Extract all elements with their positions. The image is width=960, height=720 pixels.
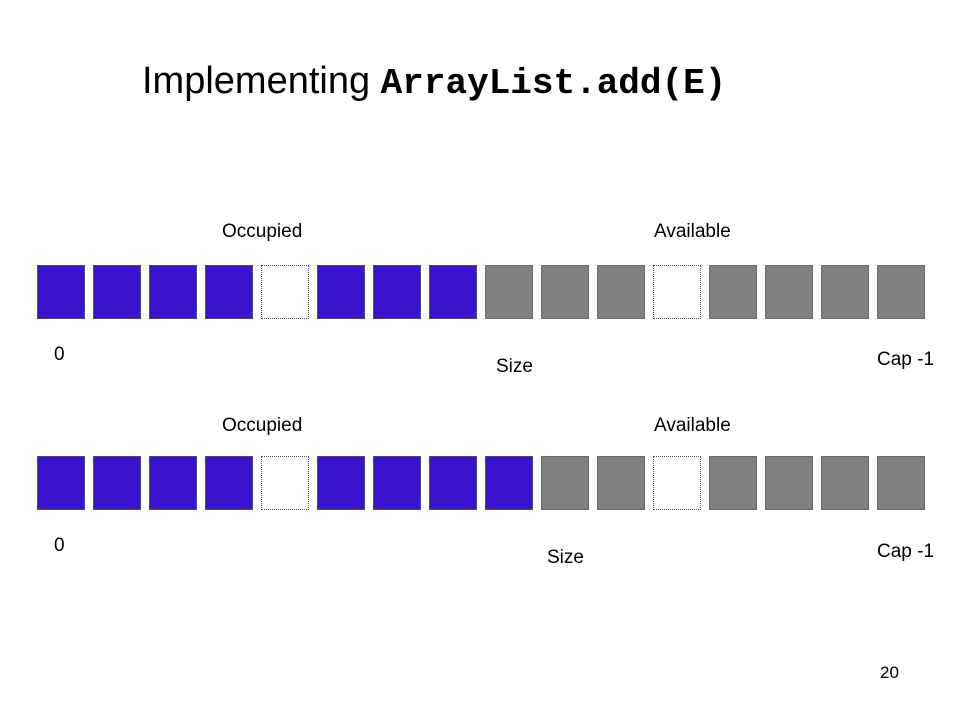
array-cell-occupied (485, 456, 533, 510)
capacity-label: Cap -1 (877, 541, 935, 562)
array-cell-available (877, 265, 925, 319)
available-label: Available (654, 415, 731, 436)
array-cell-occupied (93, 456, 141, 510)
array-row (37, 456, 931, 512)
array-cell-occupied (205, 456, 253, 510)
array-cell-available (709, 265, 757, 319)
array-cell-available (597, 456, 645, 510)
array-cell-available (877, 456, 925, 510)
array-cell-occupied (373, 265, 421, 319)
slide-title: Implementing ArrayList.add(E) (142, 62, 726, 102)
array-cell-available (709, 456, 757, 510)
size-label: Size (547, 547, 584, 568)
start-index-label: 0 (54, 535, 65, 556)
array-cell-occupied (317, 265, 365, 319)
array-cell-occupied (429, 456, 477, 510)
array-cell-available (821, 265, 869, 319)
title-prefix: Implementing (142, 60, 381, 102)
array-cell-available (765, 456, 813, 510)
array-cell-empty (261, 456, 309, 510)
array-cell-occupied (205, 265, 253, 319)
array-cell-occupied (373, 456, 421, 510)
available-label: Available (654, 221, 731, 242)
array-cell-occupied (149, 456, 197, 510)
occupied-label: Occupied (222, 415, 303, 436)
occupied-label: Occupied (222, 221, 303, 242)
array-cell-occupied (37, 265, 85, 319)
array-cell-available (597, 265, 645, 319)
capacity-label: Cap -1 (877, 349, 935, 370)
array-cell-occupied (429, 265, 477, 319)
title-code: ArrayList.add(E) (380, 63, 727, 104)
array-cell-empty (653, 456, 701, 510)
size-label: Size (496, 356, 533, 377)
array-cell-occupied (317, 456, 365, 510)
start-index-label: 0 (54, 344, 65, 365)
array-cell-available (541, 456, 589, 510)
array-cell-empty (653, 265, 701, 319)
array-cell-available (821, 456, 869, 510)
array-cell-occupied (149, 265, 197, 319)
array-cell-occupied (37, 456, 85, 510)
array-cell-available (541, 265, 589, 319)
page-number: 20 (880, 663, 899, 682)
array-row (37, 265, 931, 321)
array-cell-available (765, 265, 813, 319)
array-cell-empty (261, 265, 309, 319)
array-cell-available (485, 265, 533, 319)
array-cell-occupied (93, 265, 141, 319)
